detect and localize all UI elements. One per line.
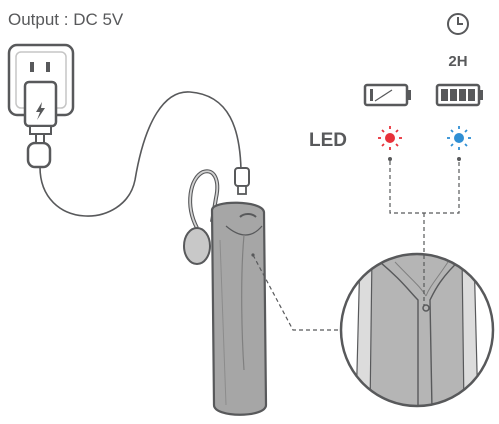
clock-icon (447, 13, 469, 35)
zoom-leader-line (252, 254, 342, 331)
battery-low-icon (363, 83, 411, 107)
usb-cable (39, 91, 242, 217)
led-connector-lines (388, 157, 461, 306)
lightning-icon (36, 102, 45, 120)
output-label: Output : DC 5V (8, 10, 124, 29)
charge-time-label: 2H (448, 53, 467, 70)
led-red-icon (378, 126, 402, 150)
wall-charger (7, 43, 75, 169)
battery-full-icon (435, 83, 483, 107)
led-blue-icon (447, 126, 471, 150)
zoom-detail (339, 252, 495, 408)
micro-usb-plug (234, 167, 250, 195)
led-label: LED (309, 130, 347, 151)
bluetooth-headset (183, 169, 268, 416)
